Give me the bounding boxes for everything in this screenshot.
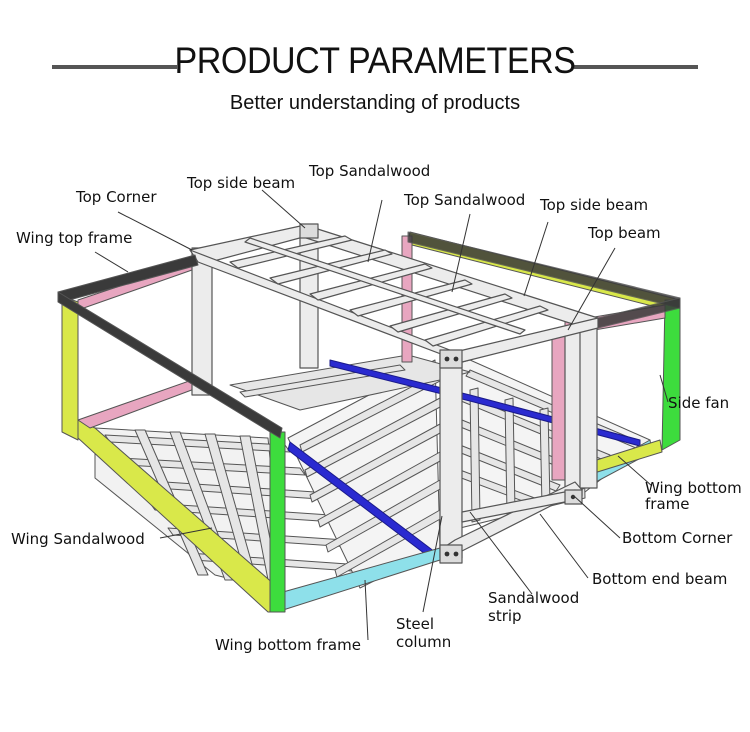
label-top-sandalwood-1: Top Sandalwood xyxy=(309,162,431,180)
right-wing-green-post xyxy=(661,299,681,451)
page-subtitle: Better understanding of products xyxy=(229,92,521,114)
label-sandalwood-strip-1: Sandalwood xyxy=(488,589,580,607)
label-bottom-corner: Bottom Corner xyxy=(622,529,733,547)
title-rule-left xyxy=(52,65,177,69)
label-wing-bottom-frame-right-1: Wing bottom xyxy=(645,479,742,497)
wing-top-frame-rear xyxy=(57,254,199,303)
label-steel-column-2: column xyxy=(396,633,452,651)
label-sandalwood-strip-2: strip xyxy=(488,607,522,625)
label-wing-sandalwood: Wing Sandalwood xyxy=(11,530,145,548)
label-steel-column-1: Steel xyxy=(396,615,435,633)
label-side-fan: Side fan xyxy=(668,394,730,412)
label-wing-bottom-frame: Wing bottom frame xyxy=(215,636,361,654)
wing-top-frame-right-end xyxy=(597,297,681,329)
page-title: PRODUCT PARAMETERS xyxy=(174,40,576,81)
label-top-sandalwood-2: Top Sandalwood xyxy=(404,191,526,209)
label-wing-top-frame: Wing top frame xyxy=(16,229,133,247)
label-top-beam: Top beam xyxy=(588,224,661,242)
main-top-frame xyxy=(189,224,599,363)
title-rule-right xyxy=(574,65,698,69)
label-wing-bottom-frame-right-2: frame xyxy=(645,495,690,513)
label-top-side-beam-2: Top side beam xyxy=(540,196,649,214)
leader-lines xyxy=(94,189,669,641)
wing-pink-bottom-rear xyxy=(77,379,206,429)
wing-green-post-front xyxy=(269,431,286,613)
wing-yellow-post-left xyxy=(61,295,79,441)
label-top-side-beam-1: Top side beam xyxy=(187,174,296,192)
label-bottom-end-beam: Bottom end beam xyxy=(592,570,728,588)
wing-top-frame-front xyxy=(57,291,283,439)
right-wing-pink-post-front xyxy=(551,331,566,481)
label-top-corner: Top Corner xyxy=(76,188,157,206)
wing-top-frame-right xyxy=(407,231,681,309)
